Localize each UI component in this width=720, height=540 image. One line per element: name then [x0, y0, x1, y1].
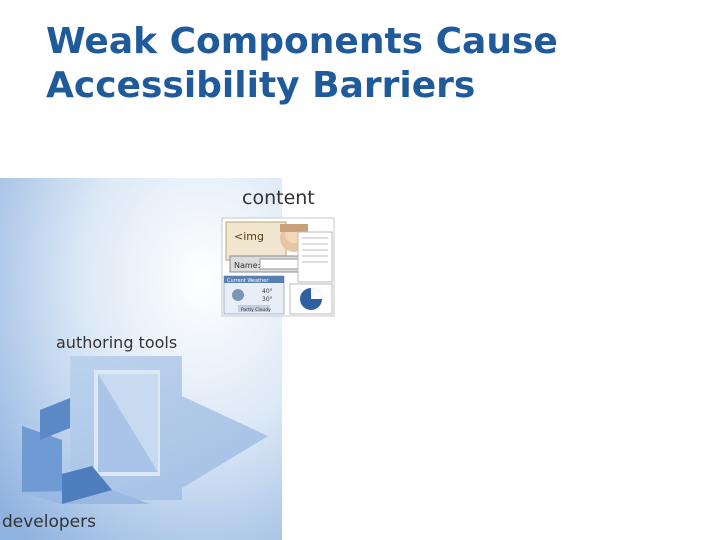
document-page: [297, 231, 333, 283]
slide-title: Weak Components Cause Accessibility Barr…: [46, 21, 558, 106]
developers-label: developers: [2, 512, 96, 532]
accessibility-diagram: <img Name: Current Weather 40° 30° Partl…: [0, 178, 340, 540]
pie-chart-icon: [289, 283, 333, 315]
img-tag-text: <img: [234, 230, 264, 243]
weather-footer: Partly Cloudy: [241, 307, 271, 313]
name-field-label: Name:: [234, 261, 260, 270]
content-panel: <img Name: Current Weather 40° 30° Partl…: [221, 217, 335, 317]
authoring-tools-label: authoring tools: [56, 333, 177, 352]
temp-low: 30°: [262, 296, 273, 303]
temp-high: 40°: [262, 288, 273, 295]
weather-widget-title: Current Weather: [227, 278, 269, 284]
content-label: content: [242, 187, 315, 209]
weather-widget: Current Weather 40° 30° Partly Cloudy: [223, 275, 285, 315]
developers-laptop: [22, 398, 150, 504]
authoring-tools-frame: [70, 356, 268, 500]
cloud-icon: [232, 289, 244, 301]
